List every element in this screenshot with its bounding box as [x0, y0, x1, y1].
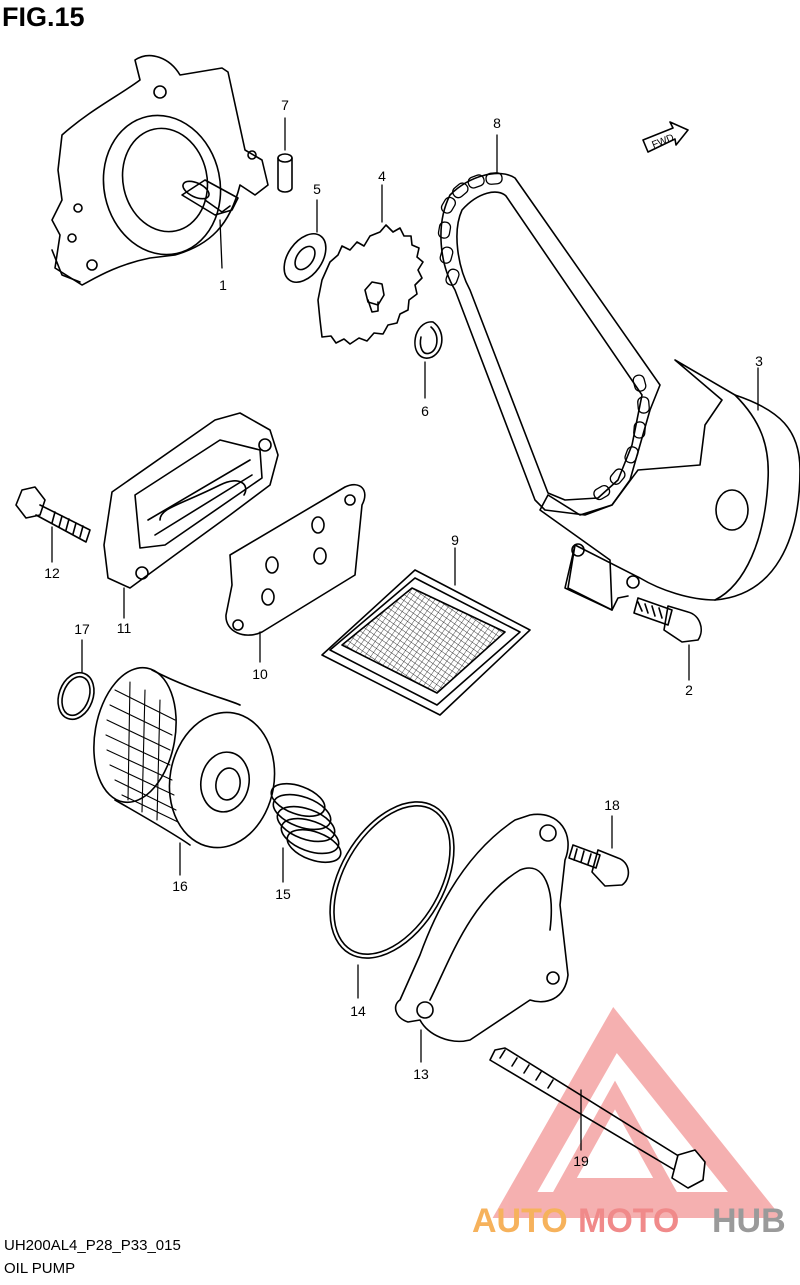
callout-11: 11 [117, 620, 132, 636]
part-6-circlip [414, 321, 443, 359]
part-18-bolt [568, 844, 630, 887]
part-12-bolt [15, 486, 91, 543]
part-14-o-ring [329, 801, 455, 959]
part-3-chain-cover [539, 359, 800, 611]
callout-14: 14 [350, 1003, 366, 1019]
callout-17: 17 [74, 621, 90, 637]
callout-13: 13 [413, 1066, 429, 1082]
leader-1 [219, 219, 223, 269]
watermark-triangle [492, 1006, 783, 1218]
part-1-oil-pump [51, 54, 269, 286]
callout-18: 18 [604, 797, 620, 813]
watermark-logo: AUTO MOTO HUB [472, 1202, 786, 1240]
part-4-sprocket [317, 224, 424, 345]
callout-3: 3 [755, 353, 763, 369]
watermark-hub: HUB [712, 1202, 786, 1240]
callout-5: 5 [313, 181, 321, 197]
part-7-dowel-pin [277, 153, 293, 193]
diagram-name: OIL PUMP [4, 1260, 76, 1277]
part-9-strainer [321, 569, 531, 716]
callout-10: 10 [252, 666, 268, 682]
callout-19: 19 [573, 1153, 589, 1169]
part-17-o-ring [57, 671, 95, 721]
callout-2: 2 [685, 682, 693, 698]
callout-1: 1 [219, 277, 227, 293]
callout-8: 8 [493, 115, 501, 131]
callout-9: 9 [451, 532, 459, 548]
part-8-chain [437, 172, 661, 516]
part-15-spring [270, 782, 342, 864]
diagram-code: UH200AL4_P28_P33_015 [4, 1237, 181, 1254]
callout-16: 16 [172, 878, 188, 894]
watermark-auto: AUTO [472, 1202, 568, 1240]
part-13-filter-cap [394, 813, 569, 1042]
callout-6: 6 [421, 403, 429, 419]
fwd-arrow: FWD [642, 121, 689, 153]
part-19-bolt [489, 1047, 706, 1189]
watermark-moto: MOTO [578, 1202, 679, 1240]
part-16-oil-filter [93, 666, 276, 849]
callout-7: 7 [281, 97, 289, 113]
callout-4: 4 [378, 168, 386, 184]
figure-title: FIG.15 [2, 2, 85, 32]
part-2-bolt [633, 597, 702, 643]
callout-12: 12 [44, 565, 60, 581]
callout-labels: 1 2 3 4 5 6 7 8 9 10 11 12 13 14 15 16 1… [44, 97, 763, 1169]
callout-15: 15 [275, 886, 291, 902]
part-11-cover-plate [103, 412, 279, 589]
part-10-gasket [225, 483, 366, 636]
part-5-washer [283, 233, 327, 283]
